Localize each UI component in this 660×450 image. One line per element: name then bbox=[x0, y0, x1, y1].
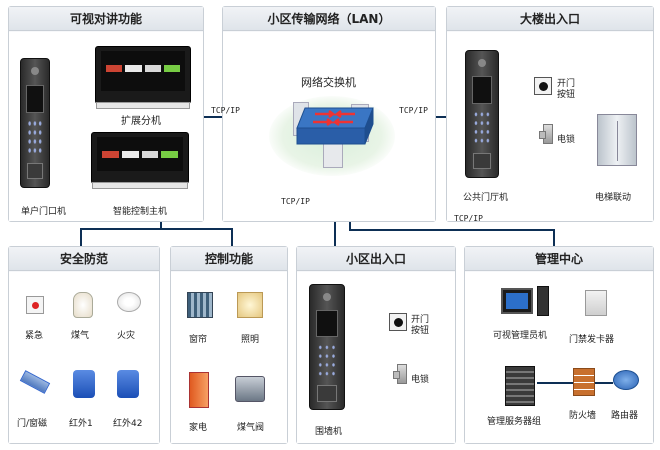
firewall-icon bbox=[573, 368, 595, 396]
panel-building: 大楼出入口 开门 按钮 电锁 公共门厅机 电梯联动 bbox=[446, 6, 654, 222]
server-rack-icon bbox=[505, 366, 535, 406]
label-server: 管理服务器组 bbox=[487, 417, 542, 427]
panel-intercom-title: 可视对讲功能 bbox=[9, 7, 203, 31]
panel-management: 管理中心 可视管理员机 门禁发卡器 管理服务器组 防火墙 路由器 bbox=[464, 246, 654, 444]
admin-pc-icon bbox=[501, 288, 533, 314]
tcp-left: TCP/IP bbox=[211, 106, 240, 115]
infrared-42-icon bbox=[117, 370, 139, 398]
label-lock: 电锁 bbox=[557, 135, 576, 145]
open-button-icon bbox=[534, 77, 552, 95]
label-open-btn-1: 开门 bbox=[557, 79, 576, 89]
tcp-right: TCP/IP bbox=[399, 106, 428, 115]
appliance-icon bbox=[189, 372, 209, 408]
panel-security-title: 安全防范 bbox=[9, 247, 159, 271]
label-elevator: 电梯联动 bbox=[595, 193, 632, 203]
control-label-2: 家电 bbox=[189, 423, 208, 433]
panel-control-title: 控制功能 bbox=[171, 247, 287, 271]
community-label-wall: 围墙机 bbox=[315, 427, 343, 437]
wire-security-down bbox=[80, 228, 82, 246]
emergency-button-icon bbox=[26, 296, 44, 314]
gas-detector-icon bbox=[73, 292, 93, 318]
control-label-1: 照明 bbox=[241, 335, 260, 345]
community-lock-icon bbox=[393, 364, 407, 384]
router-icon bbox=[613, 370, 639, 390]
label-card-writer: 门禁发卡器 bbox=[569, 335, 615, 345]
pc-tower-icon bbox=[537, 286, 549, 316]
security-label-2: 火灾 bbox=[117, 331, 136, 341]
wall-unit-device bbox=[309, 284, 345, 410]
control-label-0: 窗帘 bbox=[189, 335, 208, 345]
community-label-open-2: 按钮 bbox=[411, 326, 430, 336]
wire-control-down bbox=[231, 228, 233, 246]
wire-to-management bbox=[349, 229, 554, 231]
panel-management-title: 管理中心 bbox=[465, 247, 653, 271]
panel-building-title: 大楼出入口 bbox=[447, 7, 653, 31]
extension-monitor bbox=[95, 46, 191, 109]
smoke-detector-icon bbox=[117, 292, 141, 312]
main-control-monitor bbox=[91, 132, 189, 189]
electric-lock-icon bbox=[539, 124, 553, 144]
wire-management-down bbox=[553, 229, 555, 246]
panel-lan-title: 小区传输网络（LAN） bbox=[223, 7, 435, 31]
label-open-btn-2: 按钮 bbox=[557, 90, 576, 100]
label-firewall: 防火墙 bbox=[569, 411, 597, 421]
security-label-3: 门/窗磁 bbox=[17, 419, 48, 429]
control-label-3: 煤气阀 bbox=[237, 423, 265, 433]
label-admin-pc: 可视管理员机 bbox=[493, 331, 548, 341]
label-door-unit: 单户门口机 bbox=[21, 207, 67, 217]
lobby-unit-device bbox=[465, 50, 499, 178]
infrared-1-icon bbox=[73, 370, 95, 398]
lighting-icon bbox=[237, 292, 263, 318]
label-lobby: 公共门厅机 bbox=[463, 193, 509, 203]
panel-lan: 小区传输网络（LAN） 网络交换机 TCP/IP TCP/IP TCP/IP bbox=[211, 6, 436, 222]
network-switch-icon bbox=[296, 107, 374, 145]
panel-community: 小区出入口 开门 按钮 电锁 围墙机 bbox=[296, 246, 456, 444]
panel-security: 安全防范 紧急 煤气 火灾 门/窗磁 红外1 红外42 bbox=[8, 246, 160, 444]
panel-community-title: 小区出入口 bbox=[297, 247, 455, 271]
label-switch: 网络交换机 bbox=[301, 76, 356, 89]
card-writer-icon bbox=[585, 290, 607, 316]
panel-intercom: 可视对讲功能 扩展分机 单户门口机 智能控制主机 bbox=[8, 6, 204, 222]
security-label-0: 紧急 bbox=[25, 331, 44, 341]
door-magnet-icon bbox=[19, 370, 51, 394]
elevator-icon bbox=[597, 114, 637, 166]
wire-server-firewall bbox=[537, 382, 573, 384]
community-open-button-icon bbox=[389, 313, 407, 331]
security-label-5: 红外42 bbox=[113, 419, 143, 429]
label-router: 路由器 bbox=[611, 411, 639, 421]
curtain-icon bbox=[187, 292, 213, 318]
label-main-unit: 智能控制主机 bbox=[113, 207, 168, 217]
tcp-entrance: TCP/IP bbox=[454, 214, 483, 223]
panel-control: 控制功能 窗帘 照明 家电 煤气阀 bbox=[170, 246, 288, 444]
wire-main-horizontal bbox=[80, 228, 232, 230]
door-unit-device bbox=[20, 58, 50, 188]
wire-firewall-router bbox=[595, 382, 613, 384]
security-label-4: 红外1 bbox=[69, 419, 93, 429]
tcp-bottom: TCP/IP bbox=[281, 197, 310, 206]
community-label-lock: 电锁 bbox=[411, 375, 430, 385]
label-ext-unit: 扩展分机 bbox=[121, 116, 161, 127]
gas-valve-icon bbox=[235, 376, 265, 402]
security-label-1: 煤气 bbox=[71, 331, 90, 341]
community-label-open-1: 开门 bbox=[411, 315, 430, 325]
